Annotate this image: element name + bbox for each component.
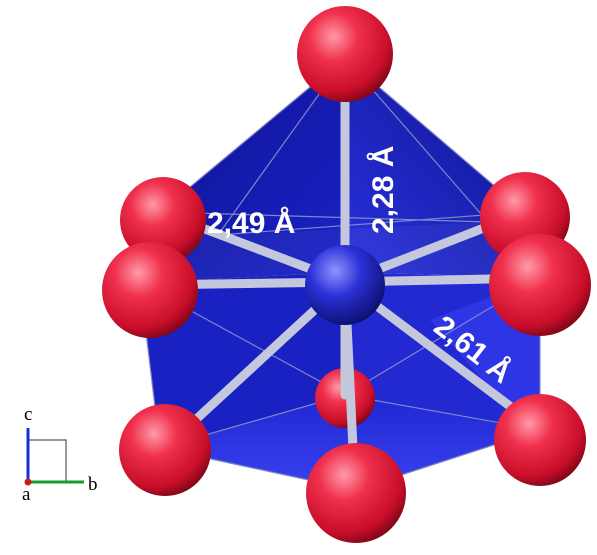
ligand-atom-mid-right [489,234,591,336]
ligand-atom-lower-left [119,404,211,496]
central-atom [305,245,385,325]
axes-unit-cell-box [27,439,67,483]
axis-a-point [24,478,32,486]
axis-c-label: c [24,404,32,425]
ligand-atoms [102,6,591,543]
ligand-atom-mid-left [102,242,198,338]
axis-b-label: b [88,474,98,495]
ligand-atom-bottom [306,443,406,543]
crystal-axes-indicator: c b a [22,404,98,505]
ligand-atom-top [297,6,393,102]
face-middle-left [140,272,345,448]
bond-length-label-apical: 2,28 Å [367,146,400,234]
bond-length-label-upper: 2,49 Å [207,207,295,240]
ligand-atom-lower-right [494,394,586,486]
axis-a-label: a [22,484,31,505]
ligand-atom-upper-left [120,177,206,263]
